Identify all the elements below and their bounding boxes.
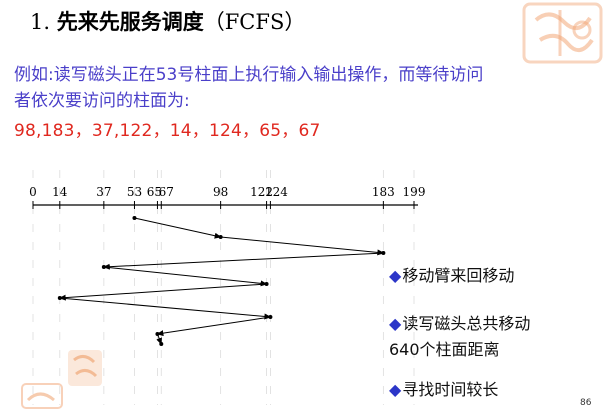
head-position-124 xyxy=(268,315,273,319)
head-position-98 xyxy=(218,235,223,239)
head-position-183 xyxy=(381,251,386,255)
tick-label-53: 53 xyxy=(127,185,142,199)
move-segment-124-to-65 xyxy=(156,316,271,337)
diamond-bullet-icon: ◆ xyxy=(389,380,402,399)
title-abbr: （FCFS） xyxy=(203,10,306,34)
bullet-text: 640个柱面距离 xyxy=(389,340,500,359)
diamond-bullet-icon: ◆ xyxy=(389,266,402,285)
tick-label-67: 67 xyxy=(159,185,174,199)
move-segment-122-to-14 xyxy=(58,283,267,301)
request-sequence: 98,183，37,122，14，124，65，67 xyxy=(14,121,321,141)
bullet-total-distance: 640个柱面距离 xyxy=(389,338,500,362)
intro-text: 例如:读写磁头正在53号柱面上执行输入输出操作，而等待访问 者依次要访问的柱面为… xyxy=(14,62,599,114)
title-number: 1. xyxy=(30,10,51,34)
tick-label-98: 98 xyxy=(213,185,228,199)
head-movement-path xyxy=(57,216,386,346)
move-segment-14-to-124 xyxy=(59,297,272,320)
tick-label-124: 124 xyxy=(265,185,288,199)
intro-line-1: 例如:读写磁头正在53号柱面上执行输入输出操作，而等待访问 xyxy=(14,65,484,85)
tick-label-65: 65 xyxy=(147,185,162,199)
bullet-text: 寻找时间较长 xyxy=(402,380,499,399)
guide-lines xyxy=(32,170,415,405)
page-number: 86 xyxy=(580,398,592,408)
seal-decoration-corner xyxy=(21,383,63,409)
slide-title: 1. 先来先服务调度（FCFS） xyxy=(30,6,305,36)
tick-label-14: 14 xyxy=(52,185,68,199)
tick-label-37: 37 xyxy=(96,185,111,199)
seal-decoration-top-right xyxy=(522,2,603,64)
tick-label-122: 122 xyxy=(250,185,273,199)
move-segment-53-to-98 xyxy=(134,217,222,239)
tick-label-199: 199 xyxy=(403,185,426,199)
move-segment-98-to-183 xyxy=(220,236,385,256)
bullet-seek-time: ◆寻找时间较长 xyxy=(389,378,498,402)
head-position-53 xyxy=(132,216,137,220)
tick-label-183: 183 xyxy=(372,185,395,199)
head-position-37 xyxy=(101,265,106,269)
head-position-122 xyxy=(264,282,269,286)
intro-line-2: 者依次要访问的柱面为: xyxy=(14,91,190,111)
diamond-bullet-icon: ◆ xyxy=(389,314,402,333)
bullet-text: 读写磁头总共移动 xyxy=(402,314,531,333)
move-segment-37-to-122 xyxy=(103,266,268,287)
head-position-67 xyxy=(159,342,164,346)
title-chinese: 先来先服务调度 xyxy=(56,9,204,34)
head-position-65 xyxy=(155,332,160,336)
tick-label-0: 0 xyxy=(29,185,37,199)
bullet-text: 移动臂来回移动 xyxy=(402,266,515,285)
seal-decoration-bottom-left xyxy=(68,350,102,386)
head-position-14 xyxy=(57,296,62,300)
move-segment-183-to-37 xyxy=(102,252,384,270)
bullet-total-move: ◆读写磁头总共移动 xyxy=(389,312,530,336)
bullet-arm-moves: ◆移动臂来回移动 xyxy=(389,264,514,288)
